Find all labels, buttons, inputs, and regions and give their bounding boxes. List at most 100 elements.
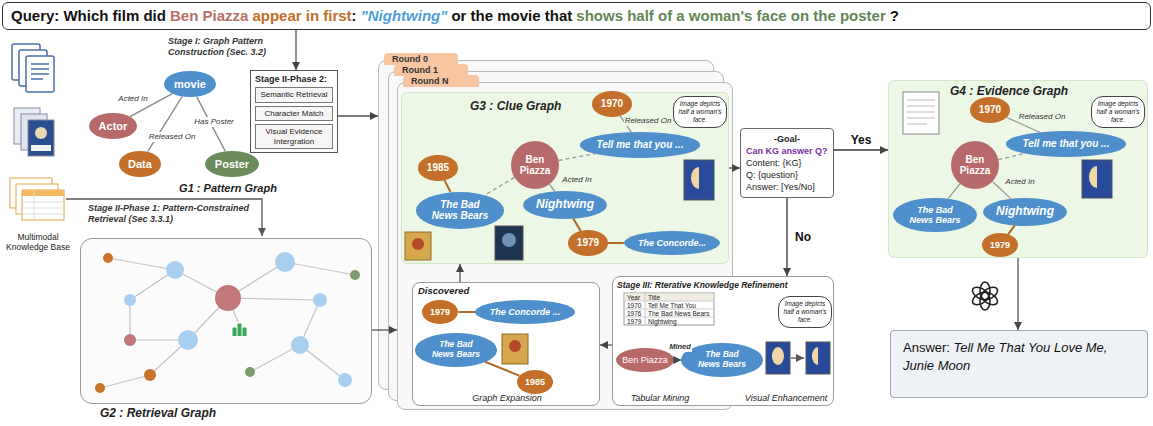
retrieval-flow-line [66, 199, 262, 236]
table-cell: 1976 [627, 310, 641, 318]
connector [459, 264, 460, 282]
poster-band [31, 145, 51, 151]
table-cell: Nightwing [648, 318, 677, 326]
table-cell: Year [627, 294, 640, 302]
poster-figure [509, 340, 521, 352]
edge-label: Mined [668, 342, 692, 352]
graph-node [245, 367, 255, 377]
graph-node [95, 383, 105, 393]
node-text: Visual Evidence Intergration [259, 127, 329, 146]
year-node: 1979 [982, 233, 1019, 257]
node-text: Round N [403, 75, 479, 87]
node-text: : [352, 7, 357, 24]
movie-poster [1082, 160, 1112, 198]
year-node: 1979 [422, 300, 459, 324]
table-grid [22, 190, 64, 220]
refinement-box: Stage III: Rterative Knowledge Refinemen… [612, 276, 834, 406]
connector [485, 177, 514, 194]
node-text: Ben Piazza [955, 154, 995, 177]
schema-node: movie [164, 71, 215, 98]
connector [458, 311, 475, 313]
node-text: Can KG answer Q? [746, 145, 828, 157]
node-text: 1970 [601, 98, 623, 110]
movie-node: The Concorde ... [475, 300, 574, 324]
node-text: shows half of a woman's face on the post… [576, 7, 885, 24]
node-text: The Bad News Bears [428, 340, 484, 360]
movie-node: The Concorde... [624, 231, 720, 255]
node-text: The Bad News Bears [906, 205, 964, 226]
schema-node: Poster [205, 151, 259, 178]
table-icon [16, 184, 58, 214]
node-text: -Goal- [746, 133, 828, 145]
logo-petal [980, 292, 990, 310]
movie-node: The Bad News Bears [416, 192, 505, 229]
graph-node [275, 252, 295, 272]
enhance-arrow [791, 357, 804, 358]
movie-poster [903, 92, 939, 134]
connector [372, 329, 397, 330]
node-text: 1979 [430, 307, 450, 317]
poster-lines [907, 100, 935, 124]
graph-title: G1 : Pattern Graph [179, 182, 277, 194]
table-cell: 1979 [627, 318, 641, 326]
speech-bubble: Image depicts half a woman's face. [673, 96, 727, 127]
movie-node: The Bad News Bears [893, 198, 977, 233]
movie-node: Tell me that you ... [1006, 131, 1126, 157]
connector [948, 184, 960, 199]
poster-icon [28, 120, 54, 156]
node-text: Image depicts half a woman's face. [783, 300, 827, 323]
poster-figure [502, 233, 516, 247]
node-text: Poster [215, 158, 249, 171]
graph-node [215, 285, 241, 311]
schema-node: Actor [89, 113, 137, 140]
node-text: Stage II-Phase 2: [255, 74, 333, 84]
logo-petal [979, 290, 1000, 308]
poster-face [35, 127, 47, 139]
edge-label: Acted In [117, 94, 148, 104]
movie-node: Nightwing [523, 191, 607, 219]
node-text: 1985 [427, 162, 449, 174]
year-node: 1970 [592, 91, 632, 117]
node-text: The Bad News Bears [694, 350, 750, 370]
movie-node: Nightwing [983, 198, 1067, 226]
node-text: Tell me that you ... [1023, 138, 1110, 150]
edge-label: Released On [624, 116, 673, 126]
node-text: Ben Piazza [622, 355, 668, 365]
logo-petal [970, 290, 991, 308]
movie-poster [766, 342, 790, 374]
year-node: 1985 [517, 370, 554, 394]
node-text: G4 : Evidence Graph [950, 84, 1068, 98]
node-text: Answer: [903, 340, 950, 355]
actor-node: Ben Piazza [616, 348, 674, 372]
edge-label: Acted In [1004, 177, 1035, 187]
graph-node [313, 293, 327, 307]
movie-poster [806, 342, 830, 374]
method-box: Character Match [255, 106, 333, 122]
movie-poster [405, 232, 431, 260]
graph-node [166, 261, 184, 279]
table-cell: Tell Me That You [648, 302, 696, 310]
graph-panel: G2 : Retrieval Graph [80, 238, 372, 404]
poster-figure [412, 238, 424, 250]
node-text: Character Match [259, 109, 329, 119]
node-text: Answer: [Yes/No] [746, 181, 828, 193]
text-lines [31, 64, 49, 79]
node-text: movie [174, 78, 206, 91]
table-icon [22, 190, 64, 220]
method-box: Semantic Retrieval [255, 87, 333, 103]
node-text: Image depicts half a woman's face. [1096, 100, 1140, 123]
connector [1008, 225, 1015, 234]
connector [834, 149, 888, 150]
node-text: Visual Enhancement [745, 393, 827, 403]
movie-node: The Bad News Bears [681, 343, 762, 377]
graph-node [124, 334, 136, 346]
year-node: 1979 [568, 230, 608, 256]
edge-label: No [794, 230, 812, 244]
graph-node [178, 330, 198, 350]
node-text: Tabular Mining [631, 393, 690, 403]
node-text: 1979 [577, 237, 599, 249]
speech-bubble: Image depicts half a woman's face. [778, 296, 832, 327]
connector [608, 242, 624, 244]
